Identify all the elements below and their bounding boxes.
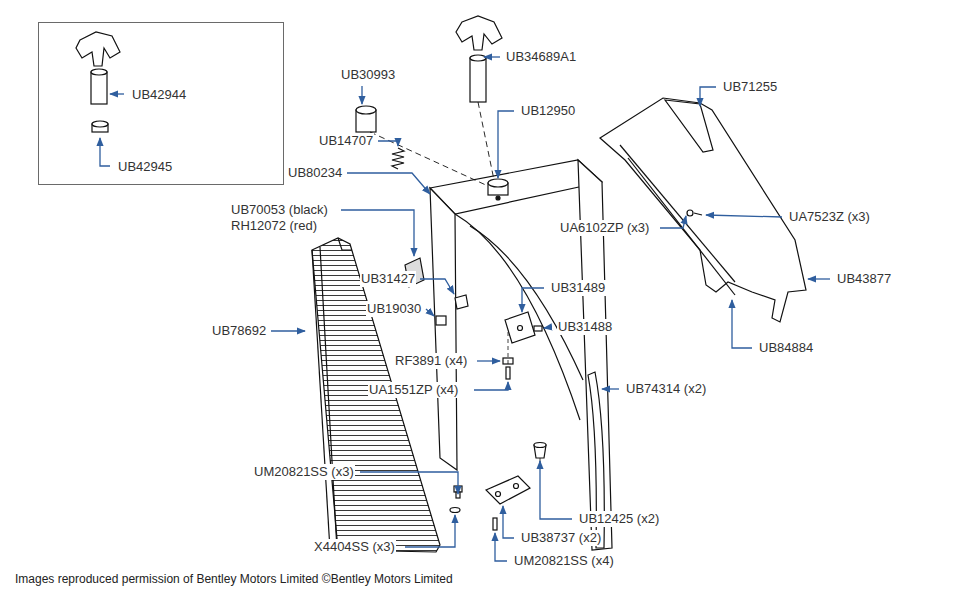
header-shroud-part bbox=[488, 179, 508, 187]
radiator-core-part bbox=[312, 250, 330, 550]
header-shroud-part bbox=[496, 196, 500, 200]
part-number: UB70053 (black) bbox=[230, 202, 329, 218]
small-parts-part bbox=[505, 312, 535, 343]
part-number: UB74314 (x2) bbox=[625, 381, 707, 397]
leader-arrow-part bbox=[347, 173, 430, 194]
header-shroud-part bbox=[578, 160, 612, 550]
leader-arrow-part bbox=[341, 210, 414, 256]
part-number: UA7523Z (x3) bbox=[788, 209, 871, 225]
side-panel-part bbox=[694, 213, 702, 215]
small-parts-part bbox=[518, 326, 523, 331]
leader-arrow-part bbox=[808, 278, 830, 279]
part-number: UA6102ZP (x3) bbox=[559, 220, 650, 236]
part-number: UB30993 bbox=[340, 67, 396, 83]
leader-arrow-part bbox=[498, 111, 514, 178]
part-number: UB34689A1 bbox=[505, 49, 577, 65]
small-parts-part bbox=[470, 55, 486, 61]
leader-arrow-part bbox=[100, 138, 110, 166]
part-number: RF3891 (x4) bbox=[394, 353, 468, 369]
part-number: UB71255 bbox=[722, 79, 778, 95]
part-number: UB42944 bbox=[131, 87, 187, 103]
leader-arrow-part bbox=[732, 300, 752, 348]
inset-parts-part bbox=[76, 32, 120, 66]
header-shroud-part bbox=[430, 188, 457, 470]
small-parts-part bbox=[506, 367, 510, 379]
radiator-core-part bbox=[338, 238, 352, 250]
leader-arrow-part bbox=[700, 87, 716, 106]
leader-arrow-part bbox=[361, 86, 362, 104]
part-number: UB78692 bbox=[211, 323, 267, 339]
small-parts-part bbox=[486, 476, 530, 504]
part-number: UM20821SS (x4) bbox=[513, 553, 615, 569]
part-number: UB42945 bbox=[117, 159, 173, 175]
leader-arrow-part bbox=[484, 56, 500, 57]
leader-arrow-part bbox=[360, 472, 458, 494]
part-number: UB12425 (x2) bbox=[578, 511, 660, 527]
leader-arrow-part bbox=[495, 533, 507, 561]
header-shroud-part bbox=[470, 226, 583, 380]
small-parts-part bbox=[436, 316, 446, 325]
side-panel-part bbox=[665, 100, 713, 152]
small-parts-part bbox=[456, 16, 502, 50]
small-parts-part bbox=[450, 508, 460, 513]
leader-arrow-part bbox=[706, 215, 782, 217]
inset-parts-part bbox=[91, 69, 107, 75]
small-parts-part bbox=[356, 106, 376, 114]
leader-arrow-part bbox=[522, 288, 544, 312]
side-panel-part bbox=[687, 210, 693, 216]
leader-arrow-part bbox=[474, 382, 508, 390]
small-parts-part bbox=[496, 492, 501, 497]
small-parts-part bbox=[534, 326, 542, 331]
leader-arrow-part bbox=[503, 506, 514, 538]
leader-arrow-part bbox=[544, 327, 551, 328]
small-parts-part bbox=[392, 148, 404, 169]
small-parts-part bbox=[508, 330, 509, 364]
header-shroud-part bbox=[430, 160, 602, 214]
leader-arrow-part bbox=[405, 515, 455, 547]
small-parts-part bbox=[455, 295, 468, 309]
part-number: UB84884 bbox=[758, 340, 814, 356]
part-number: UB38737 (x2) bbox=[520, 530, 602, 546]
part-number: UB31489 bbox=[550, 280, 606, 296]
image-credit: Images reproduced permission of Bentley … bbox=[15, 572, 453, 587]
part-number: UB19030 bbox=[366, 301, 422, 317]
part-number: UM20821SS (x3) bbox=[253, 464, 355, 480]
leader-arrow-part bbox=[540, 461, 572, 519]
inset-parts bbox=[76, 32, 120, 132]
part-number: UA1551ZP (x4) bbox=[368, 382, 459, 398]
side-panel-part bbox=[600, 98, 806, 322]
small-parts-part bbox=[370, 132, 488, 186]
header-shroud-part bbox=[455, 214, 580, 420]
leader-arrow-part bbox=[426, 309, 434, 316]
small-parts bbox=[356, 16, 546, 530]
inset-parts-part bbox=[92, 121, 108, 127]
leader-arrow-part bbox=[271, 330, 305, 331]
inset-parts-part bbox=[91, 72, 107, 104]
leader-arrow-part bbox=[420, 279, 454, 294]
part-number: UB12950 bbox=[520, 103, 576, 119]
part-number: RH12072 (red) bbox=[230, 218, 318, 234]
part-number: UB14707 bbox=[318, 133, 374, 149]
part-number: UB43877 bbox=[836, 271, 892, 287]
leader-arrow-part bbox=[602, 388, 619, 389]
small-parts-part bbox=[470, 58, 486, 102]
small-parts-part bbox=[493, 518, 497, 530]
radiator-core-part bbox=[320, 247, 337, 550]
small-parts-part bbox=[534, 443, 546, 448]
leader-arrow-part bbox=[660, 216, 686, 228]
small-parts-part bbox=[478, 102, 494, 180]
part-number: UB31427 bbox=[360, 271, 416, 287]
side-panel bbox=[600, 98, 806, 322]
leader-arrow-part bbox=[110, 93, 124, 94]
leader-arrow-part bbox=[378, 141, 398, 146]
part-number: X4404SS (x3) bbox=[313, 539, 396, 555]
part-number: UB31488 bbox=[557, 319, 613, 335]
leader-arrow-part bbox=[477, 360, 500, 361]
leader-arrow bbox=[100, 57, 830, 561]
side-panel-part bbox=[620, 145, 735, 282]
small-parts-part bbox=[514, 484, 519, 489]
part-number: UB80234 bbox=[287, 165, 343, 181]
inset-box: UB42944UB42945 bbox=[38, 22, 284, 185]
